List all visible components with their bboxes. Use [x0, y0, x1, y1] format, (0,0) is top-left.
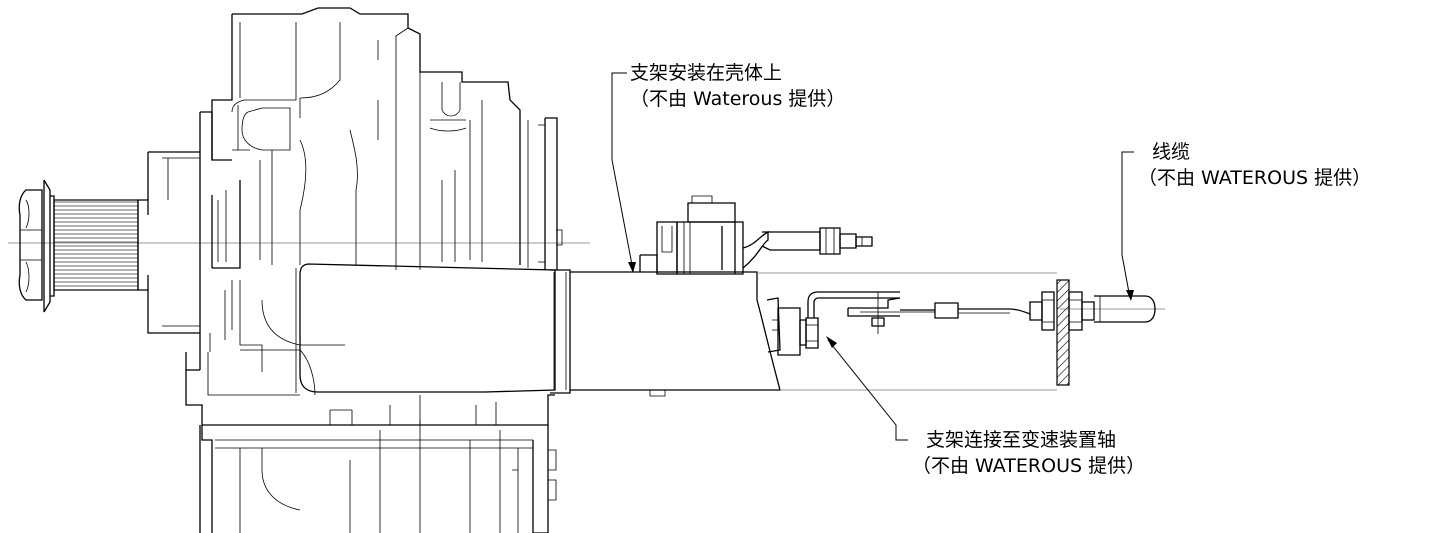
- callout-bracket-housing-title: 支架安装在壳体上: [630, 62, 783, 84]
- gearbox-housing: [18, 7, 563, 533]
- callout-bracket-housing-note: （不由 Waterous 提供）: [630, 88, 846, 110]
- callout-cable-title: 线缆: [1152, 141, 1191, 163]
- leader-lines: [611, 72, 1134, 441]
- callout-bracket-housing: 支架安装在壳体上 （不由 Waterous 提供）: [630, 60, 845, 112]
- callout-bracket-shaft: 支架连接至变速装置轴 （不由 WATEROUS 提供）: [912, 427, 1145, 479]
- mounting-bracket: [295, 263, 781, 397]
- callout-cable: 线缆 （不由 WATEROUS 提供）: [1138, 139, 1371, 191]
- callout-bracket-shaft-note: （不由 WATEROUS 提供）: [912, 455, 1146, 477]
- sensor-connector: [639, 195, 873, 275]
- callout-bracket-shaft-title: 支架连接至变速装置轴: [926, 429, 1117, 451]
- cable-linkage: [757, 272, 1156, 391]
- callout-cable-note: （不由 WATEROUS 提供）: [1138, 167, 1372, 189]
- center-line: [8, 242, 1165, 310]
